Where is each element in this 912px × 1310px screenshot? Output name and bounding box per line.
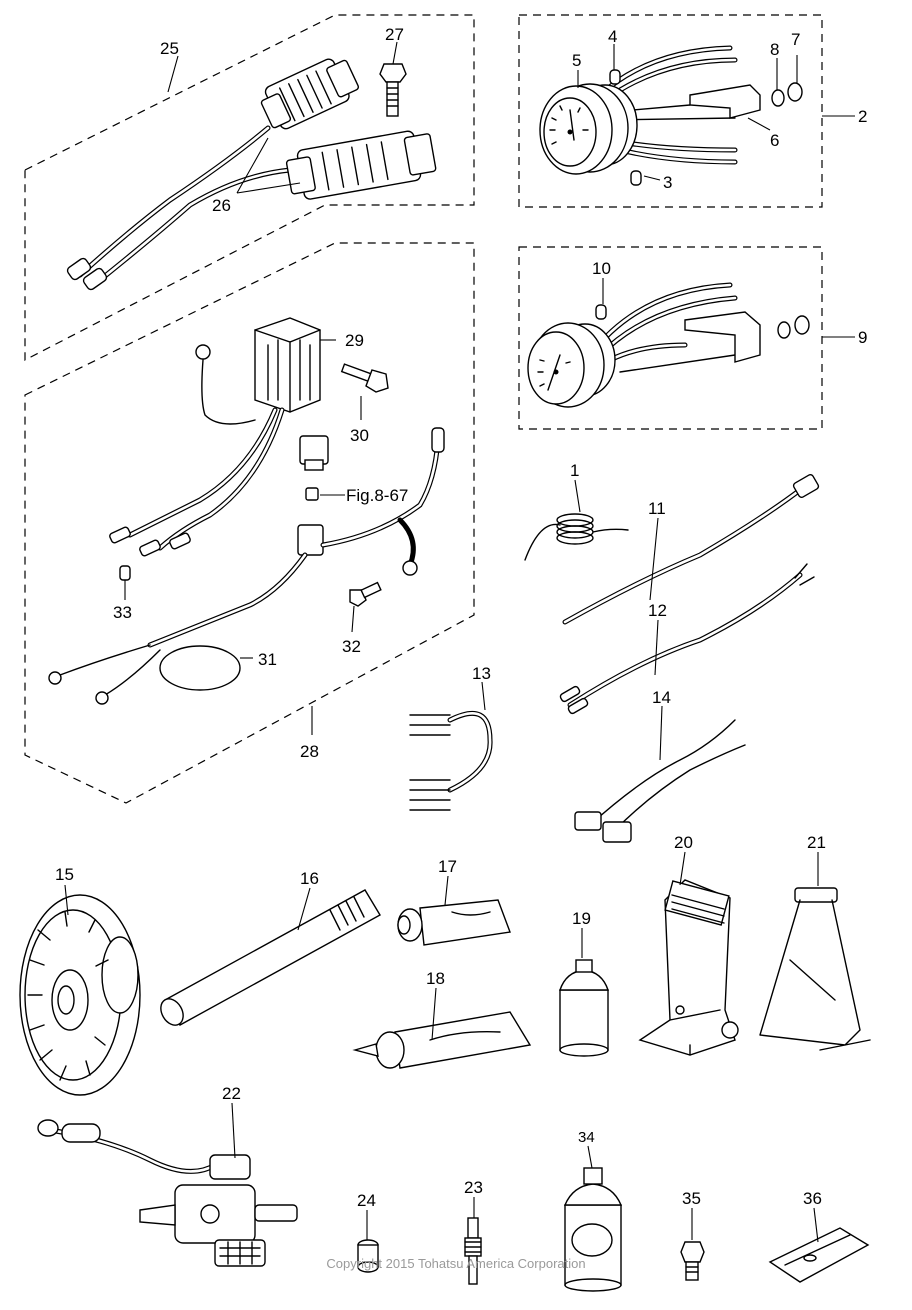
can-19 <box>559 959 609 1057</box>
label-14: 14 <box>652 688 671 707</box>
label-24: 24 <box>357 1191 376 1210</box>
label-30: 30 <box>350 426 369 445</box>
label-34: 34 <box>578 1129 595 1146</box>
cable-12 <box>559 563 815 715</box>
flywheel-15 <box>19 894 141 1096</box>
meter-assembly-2 <box>539 45 803 186</box>
tube-17 <box>397 899 511 946</box>
label-31: 31 <box>258 650 277 669</box>
label-17: 17 <box>438 857 457 876</box>
label-15: 15 <box>55 865 74 884</box>
spark-plug-23 <box>464 1217 482 1285</box>
label-23: 23 <box>464 1178 483 1197</box>
label-22: 22 <box>222 1084 241 1103</box>
label-2: 2 <box>858 107 867 126</box>
stand-20 <box>638 879 739 1056</box>
label-10: 10 <box>592 259 611 278</box>
plug-24 <box>357 1239 379 1273</box>
pad-36 <box>768 1227 870 1283</box>
group-box-25 <box>24 14 475 361</box>
charge-coil-assembly <box>66 58 437 291</box>
meter-assembly-9 <box>527 282 810 408</box>
label-12: 12 <box>648 601 667 620</box>
tube-18 <box>352 1011 532 1069</box>
label-26: 26 <box>212 196 231 215</box>
rectifier-harness-28 <box>48 317 445 705</box>
label-21: 21 <box>807 833 826 852</box>
label-36: 36 <box>803 1189 822 1208</box>
label-32: 32 <box>342 637 361 656</box>
bolt-27 <box>379 63 407 117</box>
label-11: 11 <box>648 499 666 518</box>
label-18: 18 <box>426 969 445 988</box>
label-1: 1 <box>570 461 579 480</box>
cable-13 <box>409 710 493 811</box>
label-4: 4 <box>608 27 617 46</box>
label-16: 16 <box>300 869 319 888</box>
can-34 <box>563 1167 623 1292</box>
shaft-16 <box>160 889 381 1026</box>
cable-11 <box>562 473 820 625</box>
label-25: 25 <box>160 39 179 58</box>
label-6: 6 <box>770 131 779 150</box>
bolt-30 <box>340 363 389 393</box>
copyright-notice: Copyright 2015 Tohatsu America Corporati… <box>326 1256 585 1271</box>
fig-ref: Fig.8-67 <box>346 486 408 505</box>
cable-14 <box>574 719 746 843</box>
label-3: 3 <box>663 173 672 192</box>
label-19: 19 <box>572 909 591 928</box>
fuel-connector-22 <box>37 1119 298 1267</box>
screw-32 <box>349 581 382 607</box>
label-29: 29 <box>345 331 364 350</box>
label-27: 27 <box>385 25 404 44</box>
fitting-35 <box>680 1241 705 1281</box>
label-8: 8 <box>770 40 779 59</box>
label-13: 13 <box>472 664 491 683</box>
label-35: 35 <box>682 1189 701 1208</box>
leader-lines <box>64 41 855 1243</box>
label-5: 5 <box>572 51 581 70</box>
group-box-28 <box>24 242 475 804</box>
label-28: 28 <box>300 742 319 761</box>
label-33: 33 <box>113 603 132 622</box>
label-9: 9 <box>858 328 867 347</box>
coil-1 <box>524 513 629 561</box>
rectifier-29 <box>254 317 321 413</box>
group-box-9 <box>518 246 823 430</box>
stand-21 <box>759 887 871 1051</box>
label-7: 7 <box>791 30 800 49</box>
group-box-2 <box>518 14 823 208</box>
label-20: 20 <box>674 833 693 852</box>
